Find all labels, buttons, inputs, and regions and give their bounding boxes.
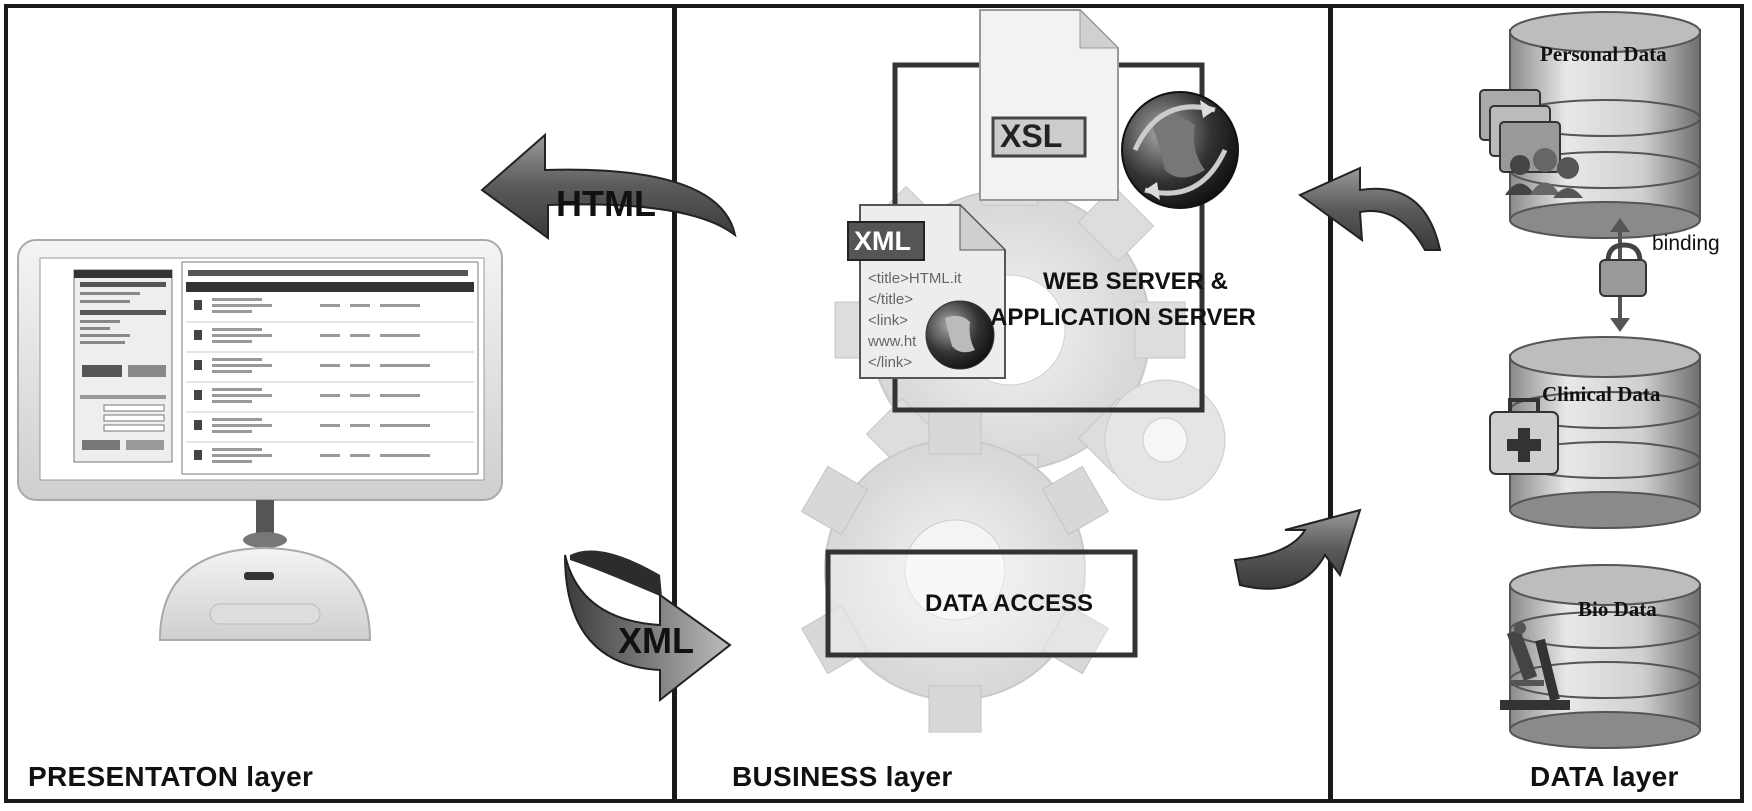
xsl-badge: XSL	[1000, 118, 1063, 154]
microscope-icon	[1500, 622, 1570, 710]
data-access-label: DATA ACCESS	[925, 590, 1093, 617]
clinical-data-label: Clinical Data	[1542, 382, 1661, 406]
xml-arrow-icon	[564, 550, 732, 703]
html-arrow-label: HTML	[556, 183, 656, 224]
divider-presentation-business	[672, 8, 677, 803]
xml-arrow-label: XML	[618, 620, 694, 661]
xml-line: </title>	[868, 291, 914, 308]
xml-line: </link>	[868, 354, 913, 371]
presentation-layer-label: PRESENTATON layer	[28, 761, 314, 792]
xml-line: www.ht	[868, 333, 917, 350]
folder-people-icon	[1479, 89, 1583, 198]
up-left-arrow-icon	[1298, 166, 1442, 251]
xml-document-icon	[847, 203, 1007, 379]
padlock-icon	[1599, 218, 1647, 332]
business-layer-label: BUSINESS layer	[732, 761, 953, 792]
xml-badge: XML	[854, 226, 911, 256]
html-arrow-icon	[480, 132, 737, 240]
medical-kit-icon	[1489, 398, 1559, 475]
personal-data-label: Personal Data	[1540, 42, 1667, 66]
down-right-arrow-icon	[1233, 508, 1362, 590]
bio-data-label: Bio Data	[1578, 597, 1657, 621]
xml-line: <link>	[868, 312, 909, 329]
database-icon-bio	[1509, 564, 1701, 749]
binding-label: binding	[1652, 232, 1720, 255]
xml-line: <title>HTML.it	[868, 270, 962, 287]
divider-business-data	[1328, 8, 1333, 803]
web-server-label-line2: APPLICATION SERVER	[990, 304, 1256, 331]
web-server-label-line1: WEB SERVER &	[1043, 268, 1228, 295]
data-access-box	[825, 549, 1138, 658]
globe-icon	[1121, 91, 1239, 209]
xml-code-lines: <title>HTML.it </title> <link> www.ht </…	[868, 268, 961, 373]
data-layer-label: DATA layer	[1530, 761, 1679, 792]
monitor-icon	[17, 239, 503, 641]
xsl-document-icon	[979, 8, 1120, 201]
